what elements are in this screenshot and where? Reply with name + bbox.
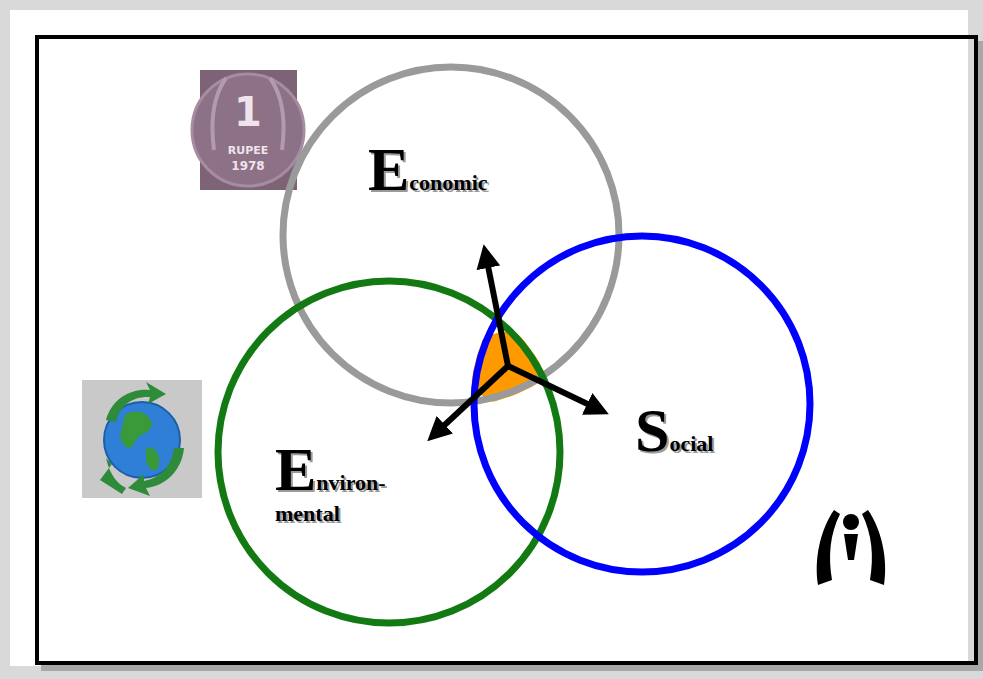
recycle-globe-icon bbox=[82, 380, 202, 498]
coin-text: 1 bbox=[234, 92, 262, 132]
social-circle: Social bbox=[470, 232, 814, 576]
circle-label: Economic bbox=[368, 137, 488, 202]
arrow bbox=[486, 256, 508, 366]
coin-face bbox=[192, 74, 304, 186]
recycle-arrow bbox=[128, 448, 184, 496]
recycle-arrow bbox=[100, 458, 126, 494]
hand-left bbox=[817, 510, 840, 585]
economic-circle: Economic bbox=[279, 63, 623, 407]
coin-text: 1978 bbox=[231, 160, 264, 172]
hands-icon bbox=[790, 478, 910, 608]
hand-right bbox=[862, 510, 885, 585]
circle-outline bbox=[279, 63, 623, 407]
circle-outline bbox=[214, 277, 564, 627]
recycle-arrow bbox=[106, 382, 166, 422]
circle-label: Environ- mental bbox=[275, 437, 386, 525]
person-head bbox=[843, 514, 859, 530]
globe-land bbox=[120, 412, 159, 471]
arrow bbox=[436, 366, 508, 433]
arrow bbox=[508, 366, 598, 409]
coin-wheat bbox=[213, 78, 284, 150]
coin-text: RUPEE bbox=[228, 145, 269, 156]
person-body bbox=[844, 534, 858, 560]
circle-label: Social bbox=[635, 398, 713, 463]
environmental-circle: Environ- mental bbox=[214, 277, 564, 627]
